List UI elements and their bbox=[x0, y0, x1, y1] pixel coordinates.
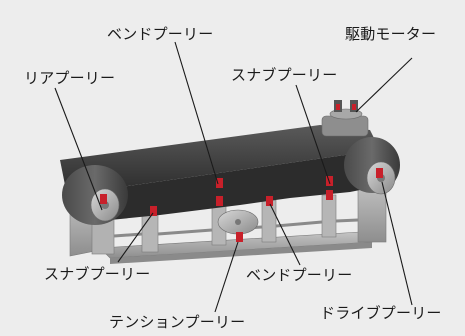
label-snub-pulley-right: スナブプーリー bbox=[231, 66, 338, 84]
label-drive-motor: 駆動モーター bbox=[345, 25, 437, 43]
leader-drive-motor bbox=[355, 57, 413, 113]
label-bend-pulley-top: ベンドプーリー bbox=[107, 25, 214, 43]
label-rear-pulley: リアプーリー bbox=[24, 69, 116, 87]
drive-motor bbox=[321, 100, 369, 137]
leader-snub-pulley-right bbox=[295, 84, 331, 185]
tension-pulley bbox=[217, 209, 259, 235]
leader-snub-pulley-left bbox=[117, 212, 154, 263]
leader-rear-pulley bbox=[54, 87, 103, 211]
leader-bend-pulley-bottom bbox=[269, 203, 301, 266]
leader-bend-pulley-top bbox=[174, 41, 219, 185]
label-tension-pulley: テンションプーリー bbox=[109, 313, 246, 331]
leader-tension-pulley bbox=[214, 241, 239, 313]
label-bend-pulley-bottom: ベンドプーリー bbox=[246, 266, 353, 284]
label-snub-pulley-left: スナブプーリー bbox=[44, 265, 151, 283]
leader-drive-pulley bbox=[381, 181, 413, 306]
leader-lines bbox=[54, 41, 413, 313]
label-drive-pulley: ドライブプーリー bbox=[320, 304, 442, 322]
